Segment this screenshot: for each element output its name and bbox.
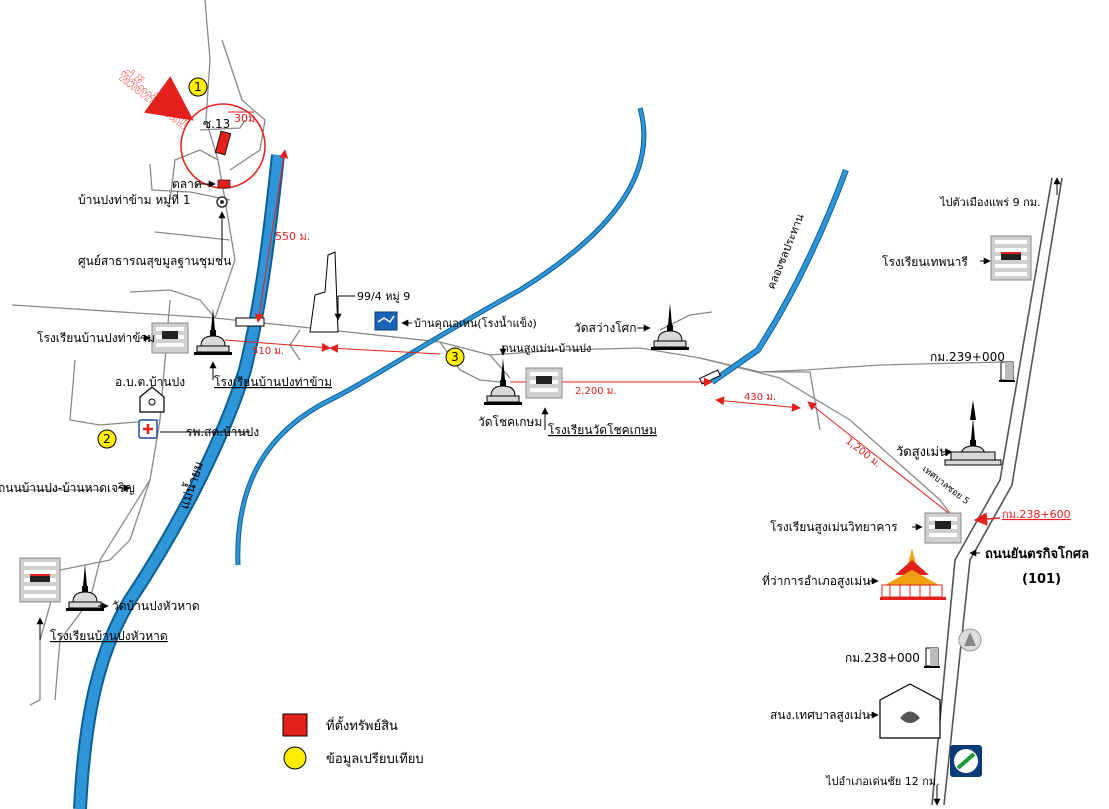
marker-2: 2: [97, 429, 117, 449]
to-phrae-label: ไปตัวเมืองแพร่ 9 กม.: [939, 196, 1040, 209]
distance-510: 510 ม.: [224, 339, 441, 357]
distance-430: 430 ม.: [715, 392, 801, 412]
school-building-icon: [151, 322, 189, 354]
subject-parcel: [214, 130, 232, 156]
health-center-icon: [216, 196, 228, 208]
legend-property-label: ที่ตั้งทรัพย์สิน: [326, 716, 398, 734]
km238-label: กม.238+000: [845, 651, 920, 665]
subject-callout-text: ที่ตั้งทรัพย์สิน: [116, 65, 195, 133]
road-network: [11, 0, 1063, 806]
temple-huahat-label: วัดบ้านปงหัวหาด: [112, 599, 200, 613]
health-center-label: ศูนย์สาธารณสุขมูลฐานชุมชน: [78, 254, 231, 269]
legend-comparison-label: ข้อมูลเปรียบเทียบ: [326, 751, 424, 767]
legend: ที่ตั้งทรัพย์สิน ข้อมูลเปรียบเทียบ: [282, 713, 424, 770]
temple-sungmen-label: วัดสูงเม่น: [896, 445, 948, 460]
km238600-label: กม.238+600: [1002, 508, 1071, 521]
svg-text:ตลาด: ตลาด: [172, 177, 202, 191]
irrigation-canal: [710, 168, 849, 385]
district-seal-icon: [958, 628, 982, 652]
abt-office-icon: [139, 386, 165, 413]
temple-huahat-icon: [65, 563, 105, 612]
school-huahat-label: โรงเรียนบ้านปงหัวหาด: [50, 629, 168, 643]
svg-text:2,200 ม.: 2,200 ม.: [575, 386, 617, 397]
temple-sawang-label: วัดสว่างโศก: [574, 321, 637, 335]
district-office-label: ที่ว่าการอำเภอสูงเม่น: [762, 572, 870, 589]
marker-3: 3: [445, 347, 465, 367]
km239-label: กม.239+000: [930, 350, 1005, 364]
municipal-office-icon: [879, 683, 941, 739]
km238-post-icon: [923, 647, 941, 669]
road-center-label: ถนนสูงเม่น-บ้านปง: [502, 342, 591, 355]
pagoda-icon: [193, 307, 233, 356]
distance-550: 550 ม.: [254, 149, 310, 323]
school-ban-pong-thakham-bottom: โรงเรียนบ้านปงท่าข้าม: [214, 375, 332, 389]
to-denchai-label: ไปอำเภอเด่นชัย 12 กม.: [825, 775, 940, 788]
svg-text:2: 2: [103, 432, 111, 446]
environment-sign-icon: [950, 745, 982, 777]
legend-comparison-swatch: [283, 746, 307, 770]
svg-text:1: 1: [194, 80, 202, 94]
svg-text:3: 3: [451, 350, 459, 364]
hospital-label: รพ.สต.บ้านปง: [186, 425, 259, 439]
house-994-label: 99/4 หมู่ 9: [357, 290, 410, 303]
school-chokkasem-label: โรงเรียนวัดโชคเกษม: [548, 423, 657, 437]
municipal-office-label: สนง.เทศบาลสูงเม่น: [770, 708, 870, 723]
svg-text:1,200 ม.: 1,200 ม.: [843, 436, 883, 470]
village-label: บ้านปงท่าข้าม หมู่ที่ 1: [78, 191, 191, 208]
school-sungmen-icon: [924, 512, 962, 544]
temple-chokkasem-label: วัดโชคเกษม: [478, 415, 542, 429]
dimension-label: 30ม.: [234, 112, 259, 125]
school-ban-pong-thakham-top: โรงเรียนบ้านปงท่าข้าม: [37, 331, 155, 345]
ice-factory-label: บ้านคุณอเหน(โรงน้ำแข็ง): [414, 315, 537, 330]
market: ตลาด: [172, 177, 231, 191]
school-thep-label: โรงเรียนเทพนารี: [882, 255, 968, 269]
ice-factory-icon: [374, 311, 398, 331]
temple-sawang-icon: [650, 302, 690, 351]
legend-property-swatch: [282, 713, 308, 737]
soi-label: ซ.13: [203, 117, 230, 131]
abt-label: อ.บ.ต.บ้านปง: [115, 375, 185, 389]
highway-number-label: (101): [1022, 572, 1061, 587]
highway-label: ถนนยันตรกิจโกศล: [985, 545, 1089, 562]
bridge: [235, 317, 265, 327]
km239-post-icon: [998, 361, 1016, 383]
municipal-soi-label: เทศบาลซอย 5: [920, 464, 971, 507]
distance-1200: 1,200 ม.: [807, 401, 961, 523]
svg-text:510 ม.: 510 ม.: [252, 346, 284, 357]
svg-text:550 ม.: 550 ม.: [275, 230, 310, 243]
district-office-icon: [880, 548, 946, 600]
school-thep-icon: [990, 235, 1032, 281]
school-huahat-icon: [19, 557, 61, 603]
road-left-label: ถนนบ้านปง-บ้านหาดเจริญ: [0, 481, 135, 495]
hospital-icon: [138, 419, 158, 439]
stream: [235, 107, 647, 566]
svg-text:430 ม.: 430 ม.: [744, 392, 776, 403]
school-sungmen-label: โรงเรียนสูงเม่นวิทยาคาร: [770, 520, 898, 535]
school-chokkasem-icon: [525, 367, 563, 399]
marker-1: 1: [188, 77, 208, 97]
